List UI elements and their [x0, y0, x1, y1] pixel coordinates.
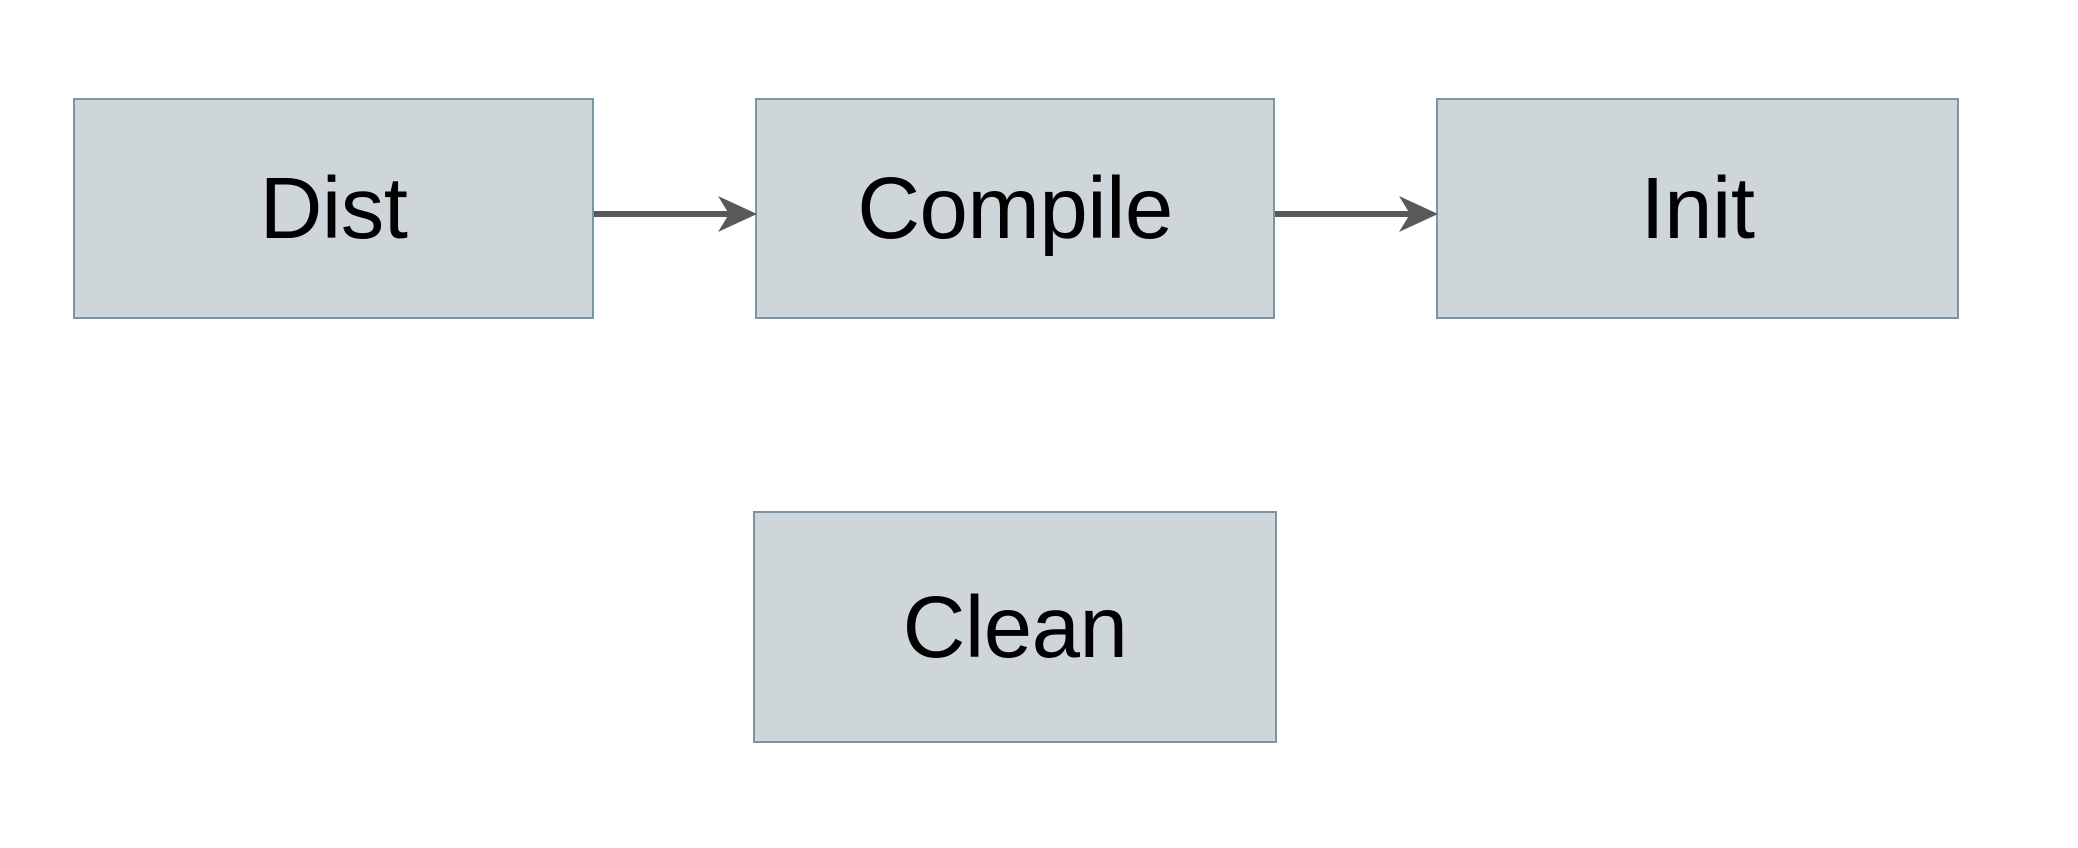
node-clean[interactable]: Clean	[753, 511, 1277, 743]
arrow-right-icon	[1275, 196, 1438, 232]
node-dist-label: Dist	[259, 160, 408, 257]
node-compile[interactable]: Compile	[755, 98, 1275, 319]
edge-compile-to-init[interactable]	[1275, 193, 1438, 235]
edge-dist-to-compile[interactable]	[594, 193, 757, 235]
node-init-label: Init	[1640, 160, 1755, 257]
node-compile-label: Compile	[857, 160, 1173, 257]
node-init[interactable]: Init	[1436, 98, 1959, 319]
node-clean-label: Clean	[902, 578, 1128, 676]
node-dist[interactable]: Dist	[73, 98, 594, 319]
arrow-right-icon	[594, 196, 757, 232]
